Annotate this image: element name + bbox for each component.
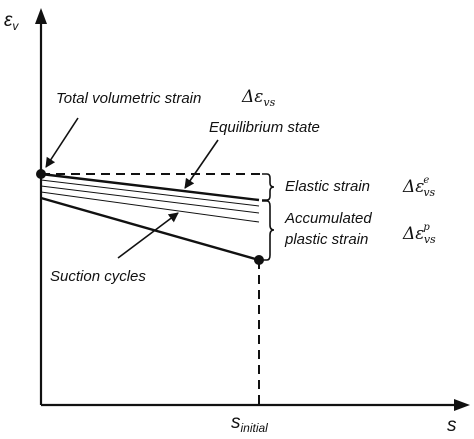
unloading-line-lower — [40, 196, 260, 262]
plastic-strain-label: plastic strain — [284, 231, 368, 248]
y-axis-label: εv — [4, 10, 19, 33]
equilibrium-arrow — [184, 139, 219, 189]
equilibrium-state-label: Equilibrium state — [209, 119, 320, 136]
suction-cycles-arrow — [117, 212, 179, 259]
x-axis-arrowhead — [454, 399, 470, 411]
elastic-strain-brace — [262, 173, 275, 201]
total-strain-symbol: Δεvs — [241, 87, 276, 109]
initial-point — [36, 169, 46, 179]
x-tick-label: sinitial — [231, 412, 268, 435]
y-axis-arrowhead — [35, 8, 47, 24]
final-point — [254, 255, 264, 265]
elastic-strain-label: Elastic strain — [285, 178, 370, 195]
plastic-strain-brace — [262, 200, 275, 261]
cycle-line-1 — [40, 179, 260, 207]
accumulated-label: Accumulated — [284, 210, 372, 227]
loading-line-upper — [40, 172, 260, 202]
cycle-line-2 — [40, 185, 260, 214]
x-axis-label: s — [447, 415, 457, 436]
suction-cycles-label: Suction cycles — [50, 268, 146, 285]
total-volumetric-strain-label: Total volumetric strain — [56, 90, 201, 107]
total-strain-arrow — [45, 117, 79, 168]
cycle-line-3 — [40, 191, 260, 223]
